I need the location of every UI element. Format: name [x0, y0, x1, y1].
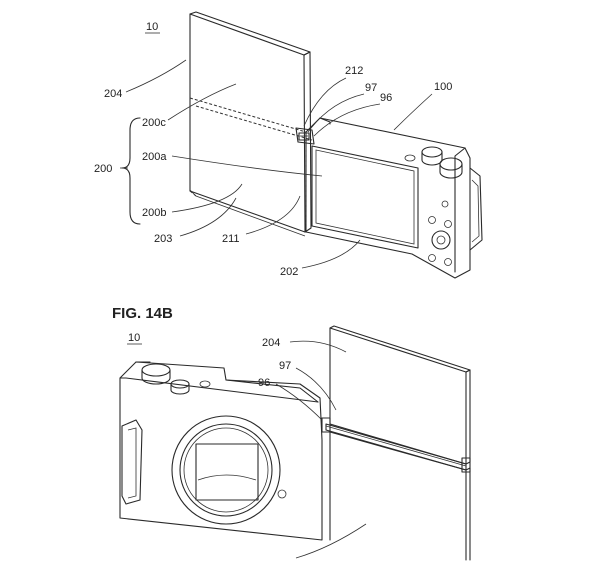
label-212: 212 [345, 65, 363, 77]
top-figure: 10 [94, 11, 483, 279]
flip-screen-bottom [321, 325, 471, 561]
bottom-figure: FIG. 14B 10 [112, 305, 471, 561]
label-100: 100 [434, 81, 452, 93]
camera-body-front [119, 361, 323, 541]
camera-body-rear [305, 117, 483, 279]
label-211: 211 [222, 233, 240, 245]
label-204-bottom: 204 [262, 337, 280, 349]
label-204-top: 204 [104, 88, 122, 100]
brace-200 [121, 117, 141, 225]
label-97-bottom: 97 [279, 360, 291, 372]
label-200b: 200b [142, 207, 166, 219]
label-200c: 200c [142, 117, 166, 129]
label-202: 202 [280, 266, 298, 278]
ref-number-10: 10 [146, 21, 158, 33]
ref-number-10-bottom: 10 [128, 332, 140, 344]
flip-screen-200 [189, 11, 315, 237]
label-97-top: 97 [365, 82, 377, 94]
label-203: 203 [154, 233, 172, 245]
label-96-bottom: 96 [258, 377, 270, 389]
label-96-top: 96 [380, 92, 392, 104]
label-200a: 200a [142, 151, 167, 163]
figure-title: FIG. 14B [112, 305, 173, 322]
label-200: 200 [94, 163, 112, 175]
